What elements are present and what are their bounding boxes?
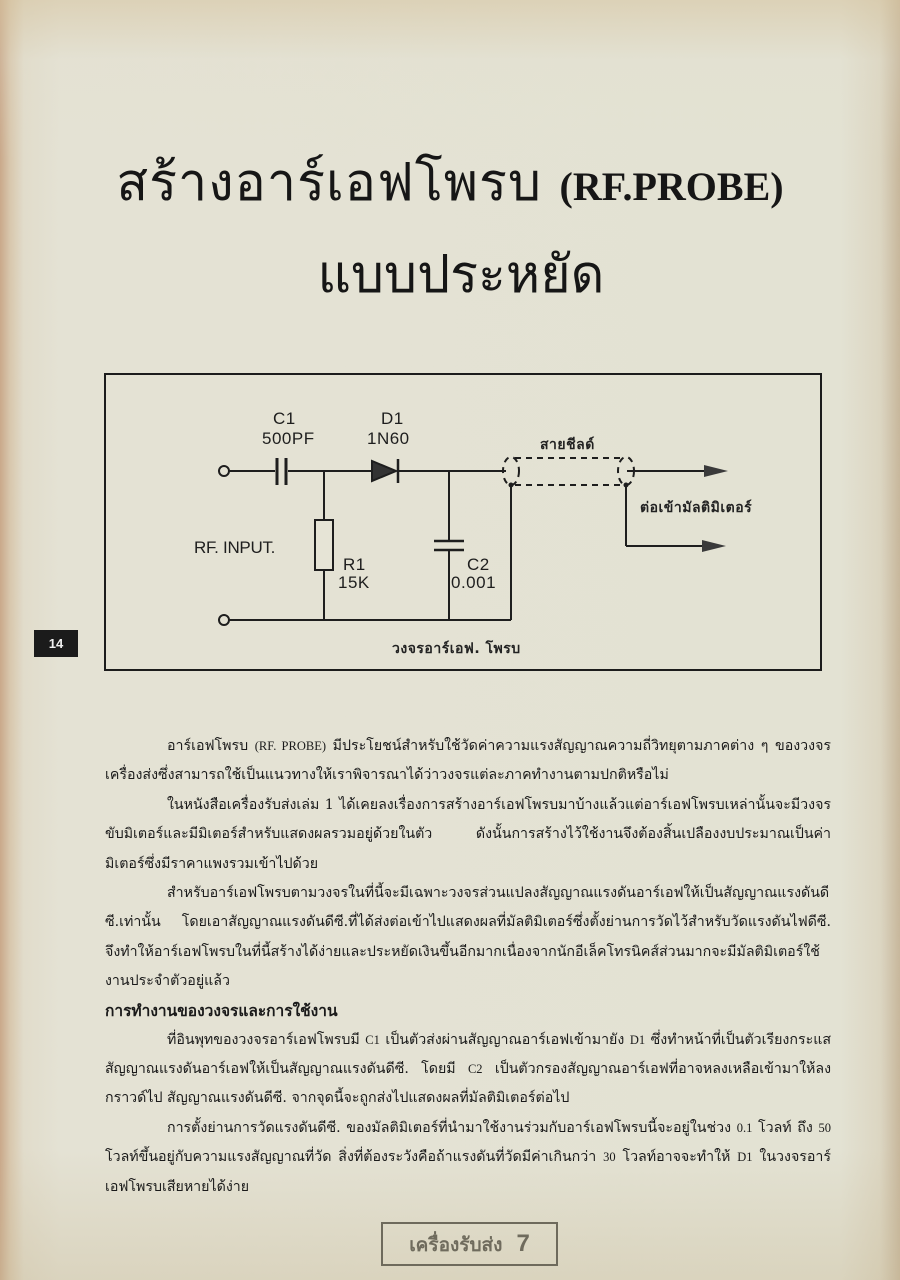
r1-name-label: R1 — [343, 555, 366, 574]
c1-name-label: C1 — [273, 409, 296, 428]
text-span: โวลท์ขึ้นอยู่กับความแรงสัญญาณที่วัด สิ่ง… — [105, 1149, 604, 1166]
output-arrow-top-icon — [704, 465, 728, 477]
paragraph-4: ที่อินพุทของวงจรอาร์เอฟโพรบมี C1 เป็นตัว… — [105, 1026, 831, 1114]
input-terminal-top-icon — [218, 465, 230, 477]
title-latin: (RF.PROBE) — [559, 164, 784, 209]
paragraph-1: อาร์เอฟโพรบ (RF. PROBE) มีประโยชน์สำหรับ… — [105, 732, 831, 791]
text-span: อาร์เอฟโพรบ — [167, 738, 255, 754]
page-title-line2: แบบประหยัด — [317, 245, 605, 305]
schematic-drawing — [218, 456, 728, 626]
c1-value-label: 500PF — [262, 429, 315, 448]
c2-name-label: C2 — [467, 555, 490, 574]
book-title: เครื่องรับส่ง — [409, 1234, 503, 1256]
multimeter-connection-label: ต่อเข้ามัลติมิเตอร์ — [640, 500, 753, 516]
component-ref: D1 — [629, 1032, 646, 1047]
book-footer-stamp: เครื่องรับส่ง 7 — [381, 1222, 558, 1266]
output-arrow-bottom-icon — [702, 540, 726, 552]
circuit-diagram: C1 500PF D1 1N60 RF. INPUT. R1 15K C2 0.… — [104, 373, 822, 671]
section-heading: การทำงานของวงจรและการใช้งาน — [105, 1001, 338, 1020]
rf-probe-term: (RF. PROBE) — [254, 739, 327, 753]
text-span: เป็นตัวส่งผ่านสัญญาณอาร์เอฟเข้ามายัง — [379, 1031, 630, 1048]
text-span: ในวงจรอาร์เอฟโพรบเสียหายได้ง่าย — [105, 1149, 831, 1195]
input-terminal-bottom-icon — [218, 614, 230, 626]
text-span: การตั้งย่านการวัดแรงดันดีซี. ของมัลติมิเ… — [167, 1119, 737, 1136]
volume-number: 7 — [516, 1230, 530, 1257]
figure-caption: วงจรอาร์เอฟ. โพรบ — [392, 641, 521, 657]
page-title-line1: สร้างอาร์เอฟโพรบ (RF.PROBE) — [0, 148, 900, 222]
text-span: โวลท์ ถึง — [752, 1119, 819, 1136]
paragraph-5: การตั้งย่านการวัดแรงดันดีซี. ของมัลติมิเ… — [105, 1114, 831, 1202]
voltage-value: 0.1 — [736, 1120, 753, 1135]
d1-value-label: 1N60 — [367, 429, 410, 448]
paragraph-3: สำหรับอาร์เอฟโพรบตามวงจรในที่นี้จะมีเฉพา… — [105, 885, 831, 990]
title-thai: สร้างอาร์เอฟโพรบ — [116, 153, 542, 213]
component-ref: D1 — [737, 1150, 753, 1165]
page-number-badge: 14 — [34, 630, 78, 657]
text-span: ซึ่งทำหน้าที่เป็นตัวเรียงกระแสสัญญาณแรงด… — [105, 1031, 831, 1078]
article-body: อาร์เอฟโพรบ (RF. PROBE) มีประโยชน์สำหรับ… — [105, 732, 831, 1202]
voltage-value: 50 — [818, 1120, 832, 1135]
r1-value-label: 15K — [338, 573, 370, 592]
voltage-value: 30 — [603, 1150, 616, 1165]
text-span: เป็นตัวกรองสัญญาณอาร์เอฟที่อาจหลงเหลือเข… — [105, 1061, 831, 1107]
c2-value-label: 0.001 — [451, 573, 497, 592]
text-span: โวลท์อาจจะทำให้ — [615, 1149, 738, 1166]
rf-input-label: RF. INPUT. — [194, 538, 276, 557]
component-ref: C2 — [467, 1062, 483, 1077]
shield-cable-label: สายชีลด์ — [540, 437, 595, 453]
d1-name-label: D1 — [381, 409, 404, 428]
text-span: ที่อินพุทของวงจรอาร์เอฟโพรบมี — [167, 1031, 366, 1048]
text-span: มีประโยชน์สำหรับใช้วัดค่าความแรงสัญญาณคว… — [105, 738, 831, 784]
component-ref: C1 — [365, 1032, 380, 1047]
paragraph-2: ในหนังสือเครื่องรับส่งเล่ม 1 ได้เคยลงเรื… — [105, 796, 831, 872]
